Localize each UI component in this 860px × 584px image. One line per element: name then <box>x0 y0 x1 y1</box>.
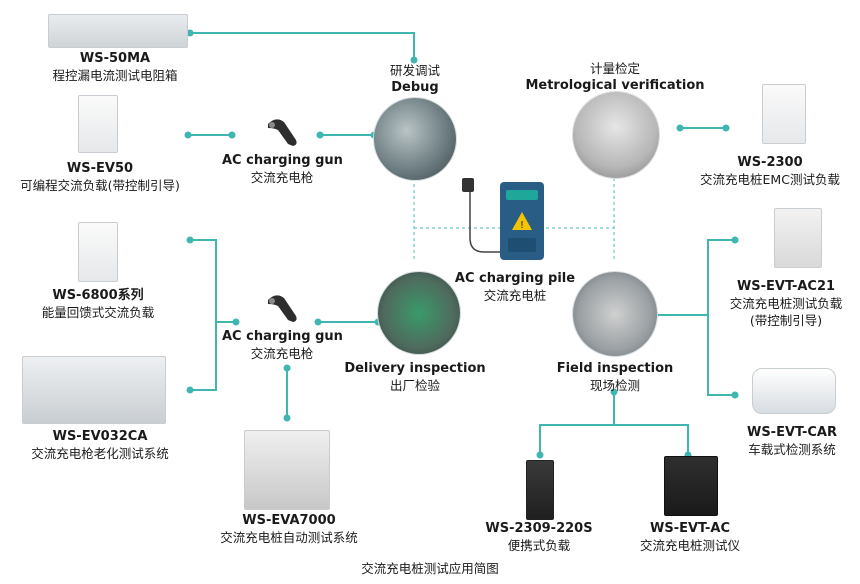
wsevtac-desc: 交流充电桩测试仪 <box>639 538 740 553</box>
wsev032ca-label: WS-EV032CA 交流充电枪老化测试系统 <box>0 428 200 462</box>
wsevtac-label: WS-EVT-AC 交流充电桩测试仪 <box>620 520 760 554</box>
field-en: Field inspection <box>556 361 674 376</box>
ws2309-device-image <box>526 460 554 520</box>
delivery-en: Delivery inspection <box>344 361 486 376</box>
pile-zh: 交流充电桩 <box>483 288 547 303</box>
gun-top-label: AC charging gun 交流充电枪 <box>222 152 343 186</box>
ws2309-model: WS-2309-220S <box>485 521 593 536</box>
wseva7000-model: WS-EVA7000 <box>242 513 336 528</box>
ws6800-model: WS-6800系列 <box>52 288 144 303</box>
delivery-photo <box>378 272 460 354</box>
wsev50-device-image <box>78 95 118 153</box>
line-ws50ma-debug <box>190 32 415 60</box>
wsevtcar-desc: 车载式检测系统 <box>748 442 836 457</box>
pile-en: AC charging pile <box>454 271 576 286</box>
ws50ma-desc: 程控漏电流测试电阻箱 <box>52 68 178 83</box>
field-zh: 现场检测 <box>589 378 640 393</box>
ws50ma-label: WS-50MA 程控漏电流测试电阻箱 <box>20 50 210 84</box>
field-photo <box>573 272 657 356</box>
wsevtac21-desc: 交流充电桩测试负载 <box>729 296 843 311</box>
wseva7000-label: WS-EVA7000 交流充电桩自动测试系统 <box>194 512 384 546</box>
gun-bottom-label: AC charging gun 交流充电枪 <box>222 328 343 362</box>
metrology-photo <box>573 92 659 178</box>
wsevtac-model: WS-EVT-AC <box>650 521 730 536</box>
ws50ma-model: WS-50MA <box>79 51 151 66</box>
diagram-caption-text: 交流充电桩测试应用简图 <box>361 561 499 576</box>
line-left-bus <box>190 239 217 391</box>
wsevtac21-device-image <box>774 208 822 268</box>
ws2300-desc: 交流充电桩EMC测试负载 <box>700 172 840 187</box>
delivery-label: Delivery inspection 出厂检验 <box>340 360 490 394</box>
wsevtcar-model: WS-EVT-CAR <box>746 425 837 440</box>
wsevtcar-label: WS-EVT-CAR 车载式检测系统 <box>724 424 860 458</box>
wsevtac21-model: WS-EVT-AC21 <box>736 279 836 294</box>
ws6800-device-image <box>78 222 118 282</box>
diagram-caption: 交流充电桩测试应用简图 <box>320 560 540 577</box>
delivery-zh: 出厂检验 <box>389 378 440 393</box>
debug-label: 研发调试 Debug <box>360 62 470 96</box>
ac-charging-pile-icon: ! <box>462 178 544 260</box>
wsevtac-device-image <box>664 456 718 516</box>
gun-top-zh: 交流充电枪 <box>250 170 314 185</box>
field-label: Field inspection 现场检测 <box>550 360 680 394</box>
wsev032ca-desc: 交流充电枪老化测试系统 <box>31 446 169 461</box>
wsevtcar-device-image <box>752 368 836 414</box>
ws2300-device-image <box>762 84 806 144</box>
ws6800-desc: 能量回馈式交流负载 <box>41 305 155 320</box>
debug-en: Debug <box>391 80 439 95</box>
charging-gun-icon-top <box>268 119 297 146</box>
metrology-en: Metrological verification <box>525 78 705 93</box>
wseva7000-device-image <box>244 430 330 510</box>
ws2309-desc: 便携式负载 <box>507 538 571 553</box>
gun-top-en: AC charging gun <box>222 153 343 168</box>
ws2300-label: WS-2300 交流充电桩EMC测试负载 <box>680 154 860 188</box>
wsev50-desc: 可编程交流负载(带控制引导) <box>20 178 180 193</box>
charging-gun-icon-bottom <box>268 295 297 322</box>
metrology-zh: 计量检定 <box>589 61 640 76</box>
wsev50-label: WS-EV50 可编程交流负载(带控制引导) <box>0 160 200 194</box>
svg-text:!: ! <box>520 220 524 231</box>
pile-label: AC charging pile 交流充电桩 <box>450 270 580 304</box>
wsevtac21-label: WS-EVT-AC21 交流充电桩测试负载 (带控制引导) <box>716 278 856 329</box>
line-right-bus <box>707 239 735 396</box>
gun-bottom-en: AC charging gun <box>222 329 343 344</box>
ws50ma-device-image <box>48 14 188 48</box>
gun-bottom-zh: 交流充电枪 <box>250 346 314 361</box>
ws2309-label: WS-2309-220S 便携式负载 <box>474 520 604 554</box>
wseva7000-desc: 交流充电桩自动测试系统 <box>220 530 358 545</box>
ws6800-label: WS-6800系列 能量回馈式交流负载 <box>0 287 196 321</box>
debug-zh: 研发调试 <box>389 63 440 78</box>
wsev032ca-model: WS-EV032CA <box>52 429 148 444</box>
debug-photo <box>374 98 456 180</box>
wsevtac21-desc2: (带控制引导) <box>749 313 823 328</box>
ws2300-model: WS-2300 <box>737 155 803 170</box>
line-bottom-bus <box>539 424 689 455</box>
metrology-label: 计量检定 Metrological verification <box>520 60 710 94</box>
wsev50-model: WS-EV50 <box>66 161 134 176</box>
wsev032ca-device-image <box>22 356 166 424</box>
